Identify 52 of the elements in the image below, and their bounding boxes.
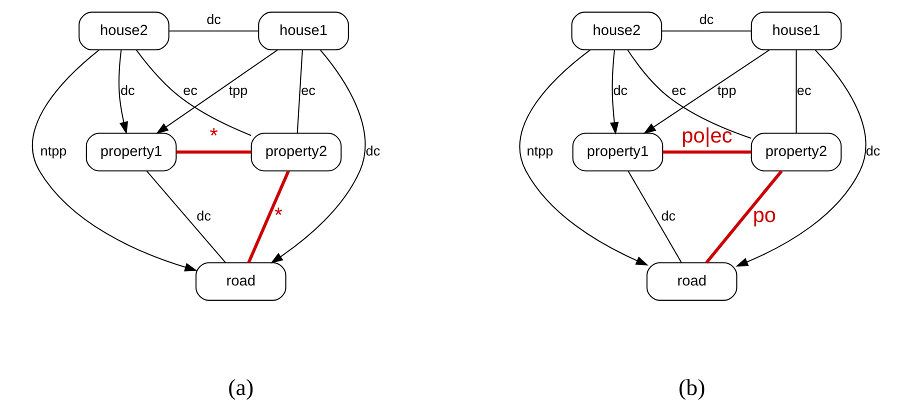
node-box: property1 [572,132,664,172]
connector [662,30,752,32]
connector [146,170,226,263]
arrow [643,49,770,134]
edge-label: ec [183,83,198,98]
node-box: property2 [250,132,342,172]
arrow [118,50,128,134]
edge-label: dc [613,83,628,98]
edge-label: po [752,204,776,228]
edge-label: tpp [717,83,736,98]
node-box: house1 [258,12,349,50]
node-box: property1 [86,132,177,172]
arrow [519,49,648,266]
connector [296,50,303,134]
connector [796,50,797,134]
connector [247,170,290,264]
edge-label: ec [672,83,686,98]
label: (b) [678,374,706,400]
arrow [270,50,366,264]
node-box: road [646,262,738,301]
arrow [32,50,198,272]
edge-label: dc [196,208,212,224]
connector [628,170,682,263]
node-box: house2 [78,12,170,50]
arrow [156,49,278,134]
connector [705,170,783,264]
node-box: house2 [571,12,662,50]
edge-label: ec [301,83,316,98]
edge-label: dc [661,208,676,224]
label: (a) [228,374,254,400]
edge-label: ntpp [40,144,67,159]
arrow [610,50,619,135]
arrow [736,50,866,267]
node-box: property2 [750,132,842,172]
edge-label: * [210,124,218,148]
edge-label: dc [120,83,135,98]
edge-label: dc [699,12,714,28]
connector [136,49,252,136]
edge-label: po|ec [682,124,732,148]
connector [176,150,252,154]
connector [662,150,752,154]
edge-label: dc [206,12,221,28]
edge-label: dc [366,144,380,159]
node-box: road [195,262,286,301]
node-box: house1 [750,12,842,50]
connector [169,30,259,32]
edge-label: * [274,204,283,228]
edge-label: ntpp [526,144,554,159]
connector [627,50,752,139]
edge-label: ec [796,83,812,98]
edge-label: tpp [228,83,248,98]
edge-label: dc [866,144,880,159]
